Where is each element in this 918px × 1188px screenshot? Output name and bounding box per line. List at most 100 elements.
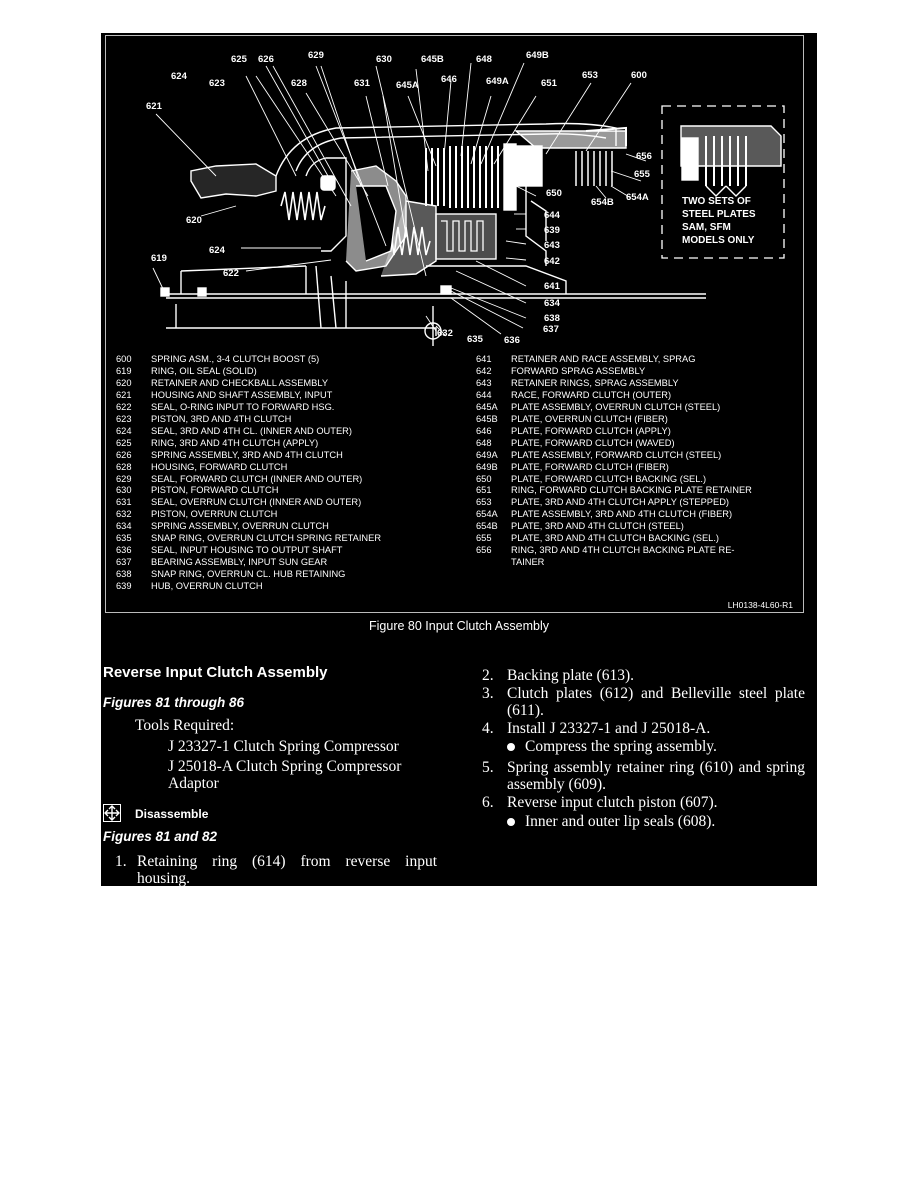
legend-part-number: 654B	[476, 521, 498, 532]
callout-620: 620	[186, 215, 202, 226]
figure-reference-1: Figures 81 through 86	[103, 695, 245, 710]
legend-part-description: PISTON, OVERRUN CLUTCH	[151, 509, 278, 520]
legend-part-description: PLATE, FORWARD CLUTCH (APPLY)	[511, 425, 671, 436]
step-bullet: Compress the spring assembly.	[507, 738, 717, 755]
legend-part-description: SEAL, 3RD AND 4TH CL. (INNER AND OUTER)	[151, 425, 352, 436]
legend-part-description: PLATE ASSEMBLY, 3RD AND 4TH CLUTCH (FIBE…	[511, 509, 733, 520]
callout-635: 635	[467, 334, 484, 345]
step-number: 4.	[482, 720, 494, 737]
legend-part-number: 645B	[476, 413, 498, 424]
bullet-icon	[507, 743, 515, 752]
legend-part-description: PLATE, 3RD AND 4TH CLUTCH (STEEL)	[511, 521, 684, 532]
step-1-text-continued: housing.	[137, 870, 190, 887]
legend-part-number: 637	[116, 557, 132, 568]
legend-part-number: 630	[116, 485, 132, 496]
legend-part-description: SPRING ASSEMBLY, OVERRUN CLUTCH	[151, 521, 329, 532]
callout-629: 629	[308, 50, 324, 61]
step-text: Backing plate (613).	[507, 667, 634, 684]
figure-reference-2: Figures 81 and 82	[103, 829, 218, 844]
legend-part-description: SPRING ASSEMBLY, 3RD AND 4TH CLUTCH	[151, 449, 343, 460]
legend-part-description: RING, 3RD AND 4TH CLUTCH (APPLY)	[151, 437, 319, 448]
legend-part-description: RACE, FORWARD CLUTCH (OUTER)	[511, 389, 672, 400]
legend-part-number: 651	[476, 485, 492, 496]
callout-628: 628	[291, 78, 307, 89]
legend-part-description: HUB, OVERRUN CLUTCH	[151, 581, 263, 592]
legend-row: TAINER	[476, 557, 752, 569]
legend-part-description: HOUSING AND SHAFT ASSEMBLY, INPUT	[151, 389, 333, 400]
legend-part-description: BEARING ASSEMBLY, INPUT SUN GEAR	[151, 557, 328, 568]
legend-part-description: SEAL, FORWARD CLUTCH (INNER AND OUTER)	[151, 473, 363, 484]
step-text: assembly (609).	[507, 776, 607, 793]
legend-part-description: SNAP RING, OVERRUN CL. HUB RETAINING	[151, 569, 346, 580]
callout-656: 656	[636, 151, 652, 162]
callout-636: 636	[504, 335, 520, 346]
callout-645A: 645A	[396, 80, 419, 91]
legend-part-number: 622	[116, 401, 132, 412]
callout-653: 653	[582, 70, 598, 81]
tool-1: J 23327-1 Clutch Spring Compressor	[168, 738, 399, 755]
callout-650: 650	[546, 188, 562, 199]
legend-part-number: 642	[476, 365, 492, 376]
step-number: 6.	[482, 794, 494, 811]
callout-619: 619	[151, 253, 167, 264]
callout-624: 624	[209, 245, 226, 256]
callout-637: 637	[543, 324, 559, 335]
disassemble-icon	[103, 804, 121, 822]
legend-part-number: 623	[116, 413, 132, 424]
legend-part-number: 626	[116, 449, 132, 460]
callout-622: 622	[223, 268, 239, 279]
legend-row: 622 SEAL, O-RING INPUT TO FORWARD HSG.	[116, 402, 381, 414]
disassemble-label: Disassemble	[135, 807, 209, 821]
step-text: Clutch plates (612) and Belleville steel…	[507, 685, 805, 702]
legend-part-description: PLATE, FORWARD CLUTCH (FIBER)	[511, 461, 669, 472]
tools-label: Tools Required:	[135, 717, 235, 734]
legend-part-number: 635	[116, 533, 132, 544]
bullet-text: Compress the spring assembly.	[525, 738, 717, 755]
legend-part-description: PLATE ASSEMBLY, FORWARD CLUTCH (STEEL)	[511, 449, 722, 460]
callout-634: 634	[544, 298, 561, 309]
legend-part-number: 638	[116, 569, 132, 580]
legend-part-number: 645A	[476, 401, 498, 412]
legend-part-number: 600	[116, 354, 132, 364]
legend-part-number: 654A	[476, 509, 498, 520]
legend-part-number: 628	[116, 461, 132, 472]
callout-654B: 654B	[591, 197, 614, 208]
legend-part-description: SEAL, INPUT HOUSING TO OUTPUT SHAFT	[151, 545, 343, 556]
legend-part-description: SEAL, O-RING INPUT TO FORWARD HSG.	[151, 401, 335, 412]
legend-part-description: RETAINER AND RACE ASSEMBLY, SPRAG	[511, 354, 696, 364]
step-1-number: 1.	[115, 853, 127, 870]
legend-part-number: 648	[476, 437, 492, 448]
callout-651: 651	[541, 78, 558, 89]
legend-part-description: PLATE, 3RD AND 4TH CLUTCH APPLY (STEPPED…	[511, 497, 730, 508]
step-number: 2.	[482, 667, 494, 684]
figure-caption: Figure 80 Input Clutch Assembly	[369, 619, 549, 633]
legend-row: 645B PLATE, OVERRUN CLUTCH (FIBER)	[476, 414, 752, 426]
callout-623: 623	[209, 78, 225, 89]
callout-630: 630	[376, 54, 392, 65]
legend-part-description: PLATE, OVERRUN CLUTCH (FIBER)	[511, 413, 668, 424]
callout-646: 646	[441, 74, 457, 85]
callout-655: 655	[634, 169, 651, 180]
legend-part-description: RETAINER AND CHECKBALL ASSEMBLY	[151, 377, 329, 388]
legend-part-description: RING, OIL SEAL (SOLID)	[151, 365, 257, 376]
callout-624: 624	[171, 71, 188, 82]
legend-part-number: 634	[116, 521, 132, 532]
step-text: (611).	[507, 702, 544, 719]
callout-638: 638	[544, 313, 560, 324]
